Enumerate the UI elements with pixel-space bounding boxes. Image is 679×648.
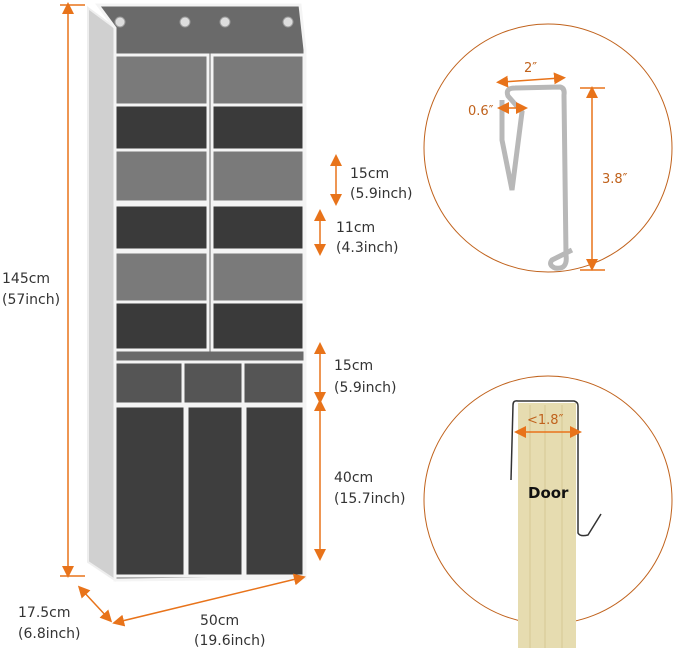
width-inch-label: (19.6inch) (194, 633, 265, 648)
pocket-top-cm-label: 15cm (350, 166, 389, 182)
door-panel (518, 403, 576, 648)
hook-height-label: 3.8″ (602, 172, 628, 187)
door-hook-icon (510, 400, 602, 537)
door-organizer (87, 3, 307, 582)
hook-width-label: 2″ (524, 61, 537, 76)
door-label: Door (528, 484, 569, 502)
pocket-mid-cm-label: 11cm (336, 220, 375, 236)
height-inch-label: (57inch) (2, 292, 60, 308)
hook-gap-label: 0.6″ (468, 104, 494, 119)
grommet (282, 16, 294, 28)
pocket-tall-inch-label: (15.7inch) (334, 491, 405, 507)
pocket-small-cm-label: 15cm (334, 358, 373, 374)
pocket-top-inch-label: (5.9inch) (350, 186, 413, 202)
pocket-small-inch-label: (5.9inch) (334, 380, 397, 396)
grommet (219, 16, 231, 28)
pocket-mid-inch-label: (4.3inch) (336, 240, 399, 256)
depth-inch-label: (6.8inch) (18, 626, 81, 642)
hook-icon (499, 84, 574, 271)
pocket-tall-cm-label: 40cm (334, 470, 373, 486)
depth-cm-label: 17.5cm (18, 605, 71, 621)
grommet (114, 16, 126, 28)
door-thickness-label: <1.8″ (527, 413, 564, 428)
organizer-side-mesh (87, 6, 116, 582)
grommet (179, 16, 191, 28)
hook-detail: 2″ 0.6″ 3.8″ (423, 23, 673, 273)
width-cm-label: 50cm (200, 613, 239, 629)
door-detail: <1.8″ Door (423, 375, 673, 648)
height-cm-label: 145cm (2, 271, 50, 287)
